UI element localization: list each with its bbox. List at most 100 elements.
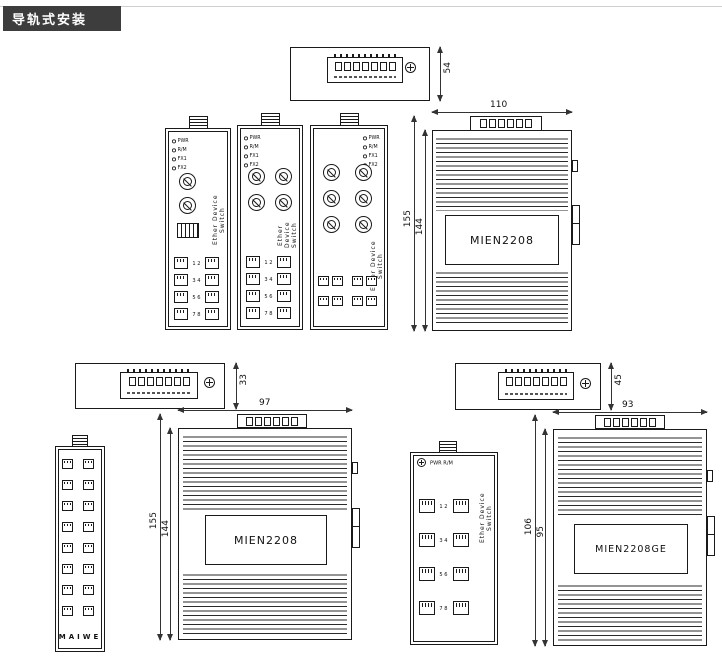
terminal-block: [120, 369, 198, 399]
din-rail-clip: [352, 508, 360, 548]
terminal-block: [498, 369, 574, 400]
rj45-port: [83, 459, 94, 469]
terminal-pin: [489, 119, 496, 128]
model-name: MIEN2208: [234, 533, 298, 547]
terminal-pin: [559, 377, 567, 386]
model-name: MIEN2208: [470, 233, 534, 247]
rj45-port: [205, 257, 219, 269]
rj45-port: [205, 274, 219, 286]
terminal-pin: [352, 62, 360, 71]
rj45-port: [62, 606, 73, 616]
port-numbers: 5 6: [264, 293, 273, 300]
grounding-screw-icon: [417, 458, 426, 467]
dimension-label-110: 110: [490, 100, 508, 110]
dimension-label-97: 97: [259, 398, 271, 408]
terminal-pin: [613, 417, 620, 427]
din-rail-clip: [572, 205, 580, 245]
led-fx2: FX2: [172, 165, 189, 171]
terminal-pin: [541, 377, 549, 386]
led-fx1: FX1: [172, 156, 189, 162]
terminal-pin: [264, 416, 271, 426]
fiber-port-icon: [355, 164, 372, 181]
dimension-line-144: [422, 129, 428, 332]
rj45-port: [366, 296, 377, 306]
din-clip-tab: [707, 470, 713, 482]
port-numbers: 7 8: [264, 310, 273, 317]
led-rm: R/M: [363, 144, 380, 150]
fiber-port-icon: [275, 194, 292, 211]
dimension-label-95: 95: [536, 526, 546, 538]
terminal-pin: [604, 417, 611, 427]
dimension-line-33: [233, 362, 239, 410]
model-label-panel: MIEN2208GE: [574, 524, 688, 574]
port-numbers: 1 2: [264, 259, 273, 266]
terminal-pin: [155, 377, 163, 386]
grounding-screw-icon: [580, 378, 591, 389]
led-pwr: PWR: [172, 138, 189, 144]
rj45-port: [277, 256, 291, 268]
rj45-port: [246, 307, 260, 319]
din-rail-clip: [707, 516, 715, 556]
terminal-block-side: [470, 116, 542, 131]
fiber-port-icon: [179, 173, 196, 190]
rj45-port: [419, 533, 435, 547]
terminal-pin: [334, 62, 342, 71]
terminal-pin: [128, 377, 136, 386]
heatsink-fins: [183, 433, 347, 511]
rj45-port: [419, 567, 435, 581]
rj45-port: [83, 585, 94, 595]
terminal-pin: [480, 119, 487, 128]
top-power-connector: [439, 441, 457, 453]
side-view-1: MIEN2208: [432, 130, 572, 331]
rj45-port: [453, 499, 469, 513]
dimension-line-93: [552, 409, 708, 415]
rj45-port: [83, 480, 94, 490]
terminal-pin: [146, 377, 154, 386]
terminal-block-side: [237, 414, 307, 428]
front-view-b: PWR R/M FX1 FX2 Ether Device Switch 1 2 …: [237, 113, 303, 330]
dimension-label-54: 54: [443, 62, 453, 74]
port-numbers: 1 2: [192, 260, 201, 267]
dimension-label-144: 144: [161, 520, 171, 538]
led-cluster: PWR R/M FX1 FX2: [172, 138, 193, 171]
din-clip-tab: [352, 462, 358, 474]
fiber-port-icon: [323, 164, 340, 181]
rj45-port: [246, 290, 260, 302]
dimension-label-33: 33: [239, 374, 249, 386]
top-power-connector: [189, 116, 208, 129]
page-top-rule: [0, 6, 722, 7]
rj45-port: [318, 276, 329, 286]
model-label-panel: MIEN2208: [205, 515, 327, 565]
rj45-port: [205, 291, 219, 303]
terminal-pin: [388, 62, 396, 71]
port-numbers: 5 6: [192, 294, 201, 301]
rj45-port: [277, 307, 291, 319]
fiber-port-icon: [248, 168, 265, 185]
terminal-pin: [173, 377, 181, 386]
rj45-port: [83, 543, 94, 553]
led-rm: R/M: [172, 147, 189, 153]
rj45-port: [332, 296, 343, 306]
rj45-port: [318, 296, 329, 306]
top-power-connector: [261, 113, 280, 126]
fiber-port-icon: [275, 168, 292, 185]
dimension-line-54: [437, 46, 443, 102]
terminal-pin: [291, 416, 298, 426]
terminal-pin: [137, 377, 145, 386]
rj45-port: [246, 273, 260, 285]
dimension-label-144: 144: [415, 218, 425, 236]
heatsink-fins: [436, 269, 568, 325]
rj45-port: [419, 601, 435, 615]
side-view-2: MIEN2208: [178, 428, 352, 640]
heatsink-fins: [183, 571, 347, 635]
port-numbers: 3 4: [439, 537, 448, 544]
rj45-port: [83, 606, 94, 616]
rj45-port: [62, 585, 73, 595]
terminal-pin: [361, 62, 369, 71]
led-cluster: PWR R/M FX1 FX2: [363, 135, 384, 168]
terminal-pin: [282, 416, 289, 426]
terminal-pin: [164, 377, 172, 386]
rj45-port: [277, 290, 291, 302]
terminal-pin: [370, 62, 378, 71]
